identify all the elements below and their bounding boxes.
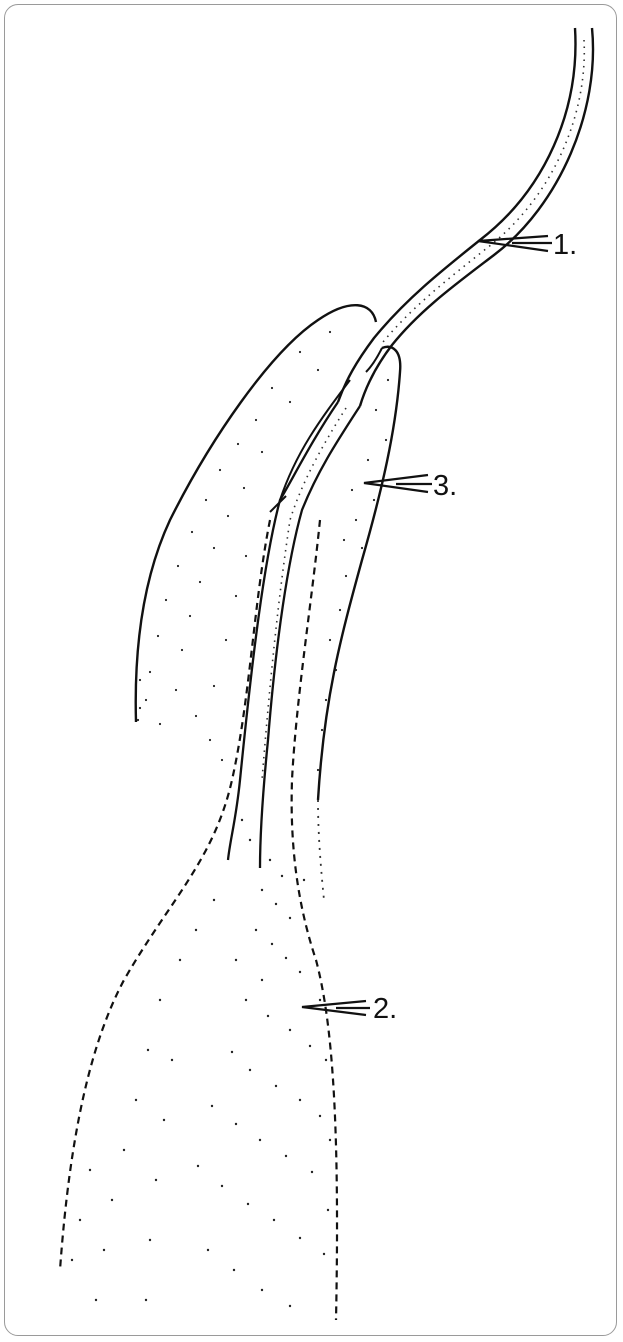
callout-arrow-2 <box>302 1001 370 1015</box>
label-2: 2. <box>373 993 397 1025</box>
outer-lobe-outline <box>136 305 376 722</box>
inner-lobe-lower-tail <box>318 800 324 900</box>
callout-arrow-1 <box>478 236 552 251</box>
callout-arrow-3 <box>364 475 432 492</box>
tissue-left-boundary <box>60 520 270 1270</box>
stipple-tissue <box>71 819 331 1307</box>
stipple-outer-lobe <box>137 331 331 761</box>
label-3: 3. <box>433 470 457 502</box>
filament-line-left <box>338 28 575 402</box>
duct-dotted-core <box>262 408 346 780</box>
duct-right-wall <box>260 406 360 868</box>
label-1: 1. <box>553 229 577 261</box>
inner-lobe-tip <box>366 348 382 372</box>
